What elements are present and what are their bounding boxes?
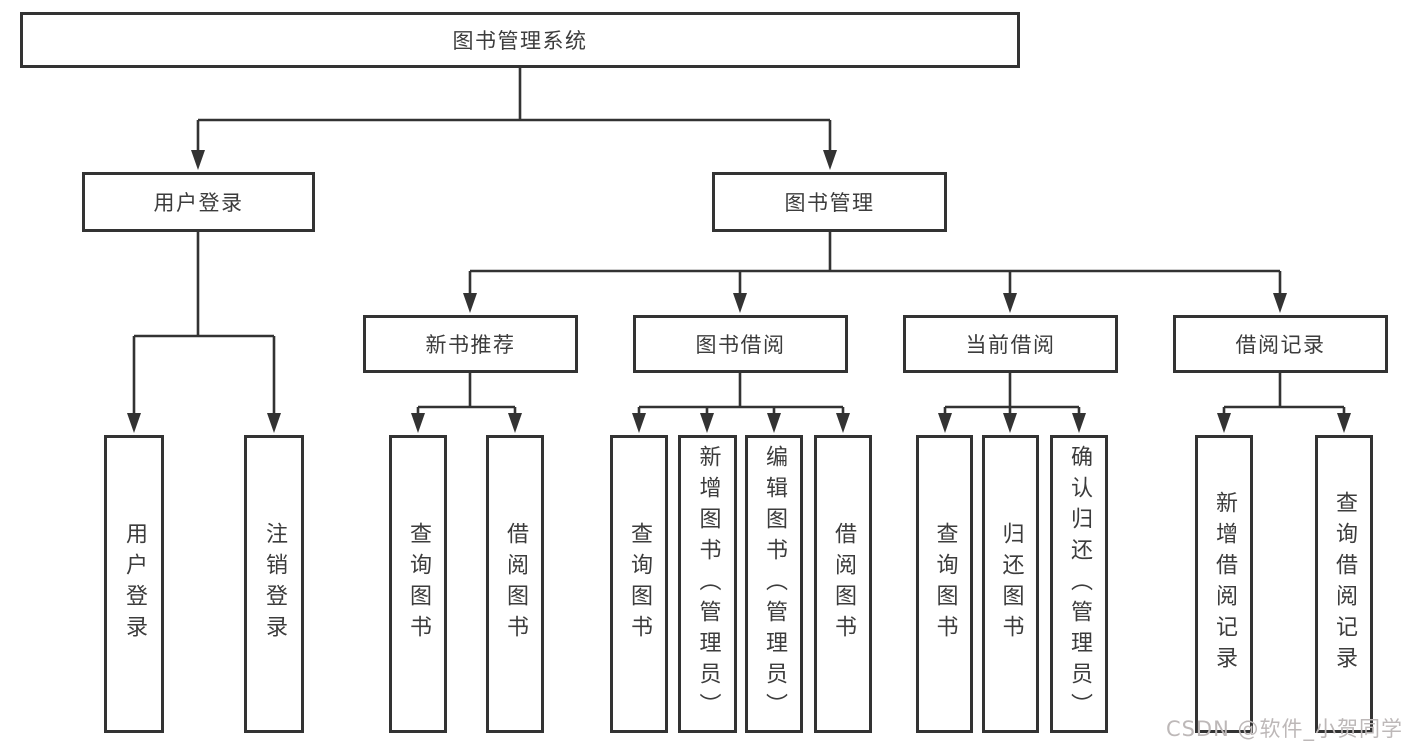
leaf-logout-label: 注销登录 [262, 522, 287, 646]
leaf-user-login-label: 用户登录 [122, 522, 147, 646]
leaf-borrowing-borrow-books-label: 借阅图书 [831, 522, 856, 646]
leaf-borrowing-query-books-label: 查询图书 [627, 522, 652, 646]
leaf-edit-books-admin-label: 编辑图书（管理员） [762, 444, 787, 724]
leaf-logout: 注销登录 [244, 435, 304, 733]
node-current-borrowing: 当前借阅 [903, 315, 1118, 373]
leaf-add-borrow-record: 新增借阅记录 [1195, 435, 1253, 733]
node-book-borrowing: 图书借阅 [633, 315, 848, 373]
leaf-newbook-query-books: 查询图书 [389, 435, 447, 733]
node-new-book-recommend: 新书推荐 [363, 315, 578, 373]
leaf-current-query-books-label: 查询图书 [932, 522, 958, 646]
leaf-confirm-return-admin: 确认归还（管理员） [1050, 435, 1108, 733]
node-root: 图书管理系统 [20, 12, 1020, 68]
leaf-add-books-admin: 新增图书（管理员） [678, 435, 737, 733]
arrowheads [127, 150, 1351, 433]
leaf-query-borrow-record: 查询借阅记录 [1315, 435, 1373, 733]
leaf-edit-books-admin: 编辑图书（管理员） [745, 435, 803, 733]
watermark: CSDN @软件_小贺同学 [1165, 717, 1403, 741]
leaf-newbook-borrow-books-label: 借阅图书 [503, 522, 528, 646]
leaf-current-query-books: 查询图书 [916, 435, 973, 733]
node-book-management: 图书管理 [712, 172, 947, 232]
node-user-login: 用户登录 [82, 172, 315, 232]
node-book-management-label: 图书管理 [784, 191, 875, 215]
leaf-borrowing-query-books: 查询图书 [610, 435, 668, 733]
leaf-return-books: 归还图书 [982, 435, 1039, 733]
node-current-borrowing-label: 当前借阅 [965, 333, 1056, 357]
leaf-user-login: 用户登录 [104, 435, 164, 733]
node-user-login-label: 用户登录 [153, 191, 244, 215]
leaf-add-books-admin-label: 新增图书（管理员） [695, 444, 721, 724]
node-book-borrowing-label: 图书借阅 [695, 333, 786, 357]
node-borrowing-records: 借阅记录 [1173, 315, 1388, 373]
leaf-return-books-label: 归还图书 [998, 522, 1024, 646]
node-new-book-recommend-label: 新书推荐 [425, 333, 516, 357]
leaf-newbook-query-books-label: 查询图书 [406, 522, 431, 646]
leaf-add-borrow-record-label: 新增借阅记录 [1212, 491, 1237, 677]
leaf-query-borrow-record-label: 查询借阅记录 [1332, 491, 1357, 677]
node-borrowing-records-label: 借阅记录 [1235, 333, 1326, 357]
leaf-confirm-return-admin-label: 确认归还（管理员） [1067, 444, 1092, 724]
node-root-label: 图书管理系统 [452, 29, 588, 53]
leaf-borrowing-borrow-books: 借阅图书 [814, 435, 872, 733]
leaf-newbook-borrow-books: 借阅图书 [486, 435, 544, 733]
